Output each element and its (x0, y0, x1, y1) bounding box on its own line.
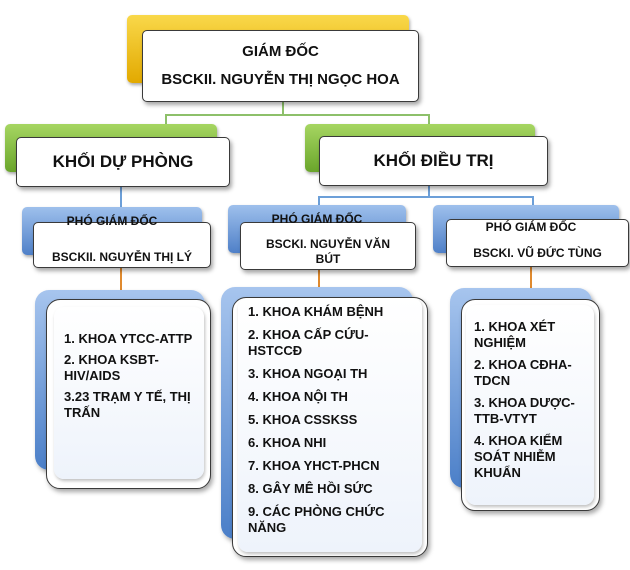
connector-deputy2-to-list (318, 270, 320, 288)
deputy3-box: BSCKI. VŨ ĐỨC TÙNG (446, 219, 629, 267)
list-item: 9. CÁC PHÒNG CHỨC NĂNG (248, 504, 385, 535)
block-preventive-label: KHỐI DỰ PHÒNG (52, 152, 194, 171)
connector-deputy3-to-list (530, 267, 532, 289)
deputy1-box: BSCKII. NGUYỄN THỊ LÝ (33, 222, 211, 268)
list-item: 3.23 TRẠM Y TẾ, THỊ TRẤN (64, 389, 191, 420)
director-name: BSCKII. NGUYỄN THỊ NGỌC HOA (161, 71, 400, 88)
dept-list-preventive: 1. KHOA YTCC-ATTP 2. KHOA KSBT-HIV/AIDS … (64, 331, 198, 421)
list-item: 2. KHOA CĐHA-TDCN (474, 357, 572, 388)
list-item: 1. KHOA XÉT NGHIỆM (474, 319, 556, 350)
connector-block2-to-deputy3 (532, 196, 534, 206)
block-preventive-box: KHỐI DỰ PHÒNG (16, 137, 230, 187)
block-treatment-label: KHỐI ĐIỀU TRỊ (373, 151, 494, 170)
dept-panel2-card: 1. KHOA KHÁM BỆNH 2. KHOA CẤP CỨU-HSTCCĐ… (238, 298, 422, 552)
list-item: 6. KHOA NHI (248, 435, 327, 450)
connector-block2-stem (428, 184, 430, 197)
connector-block2-split (318, 196, 533, 198)
connector-director-stem (282, 100, 284, 115)
deputy2-title: PHÓ GIÁM ĐỐC (271, 212, 363, 226)
block-treatment-box: KHỐI ĐIỀU TRỊ (319, 136, 548, 186)
connector-block2-to-deputy2 (318, 196, 320, 206)
list-item: 3. KHOA NGOẠI TH (248, 366, 368, 381)
connector-block1-to-deputy1 (120, 186, 122, 208)
dept-list-treatment-2: 1. KHOA XÉT NGHIỆM 2. KHOA CĐHA-TDCN 3. … (474, 319, 590, 481)
director-box: GIÁM ĐỐC BSCKII. NGUYỄN THỊ NGỌC HOA (142, 30, 419, 102)
deputy2-name: BSCKI. NGUYỄN VĂN BÚT (265, 237, 390, 266)
list-item: 5. KHOA CSSKSS (248, 412, 358, 427)
list-item: 8. GÂY MÊ HỒI SỨC (248, 481, 373, 496)
connector-deputy1-to-list (120, 268, 122, 292)
list-item: 7. KHOA YHCT-PHCN (248, 458, 380, 473)
director-title: GIÁM ĐỐC (242, 43, 319, 60)
list-item: 3. KHOA DƯỢC-TTB-VTYT (474, 395, 575, 426)
list-item: 4. KHOA NỘI TH (248, 389, 348, 404)
deputy3-name: BSCKI. VŨ ĐỨC TÙNG (473, 246, 602, 260)
list-item: 1. KHOA YTCC-ATTP (64, 331, 193, 346)
dept-list-treatment: 1. KHOA KHÁM BỆNH 2. KHOA CẤP CỨU-HSTCCĐ… (248, 304, 418, 536)
deputy3-title: PHÓ GIÁM ĐỐC (485, 220, 577, 234)
list-item: 1. KHOA KHÁM BỆNH (248, 304, 384, 319)
connector-block2-drop (428, 114, 430, 124)
connector-block1-drop (165, 114, 167, 124)
deputy2-box: BSCKI. NGUYỄN VĂN BÚT (240, 222, 416, 270)
list-item: 2. KHOA CẤP CỨU-HSTCCĐ (248, 327, 369, 358)
deputy1-name: BSCKII. NGUYỄN THỊ LÝ (51, 250, 192, 264)
dept-panel3-card: 1. KHOA XÉT NGHIỆM 2. KHOA CĐHA-TDCN 3. … (466, 305, 594, 505)
connector-director-to-blocks (165, 114, 429, 116)
list-item: 4. KHOA KIỂM SOÁT NHIỄM KHUẨN (474, 433, 563, 480)
list-item: 2. KHOA KSBT-HIV/AIDS (64, 352, 159, 383)
dept-panel1-card: 1. KHOA YTCC-ATTP 2. KHOA KSBT-HIV/AIDS … (54, 307, 204, 479)
deputy1-title: PHÓ GIÁM ĐỐC (66, 214, 158, 228)
